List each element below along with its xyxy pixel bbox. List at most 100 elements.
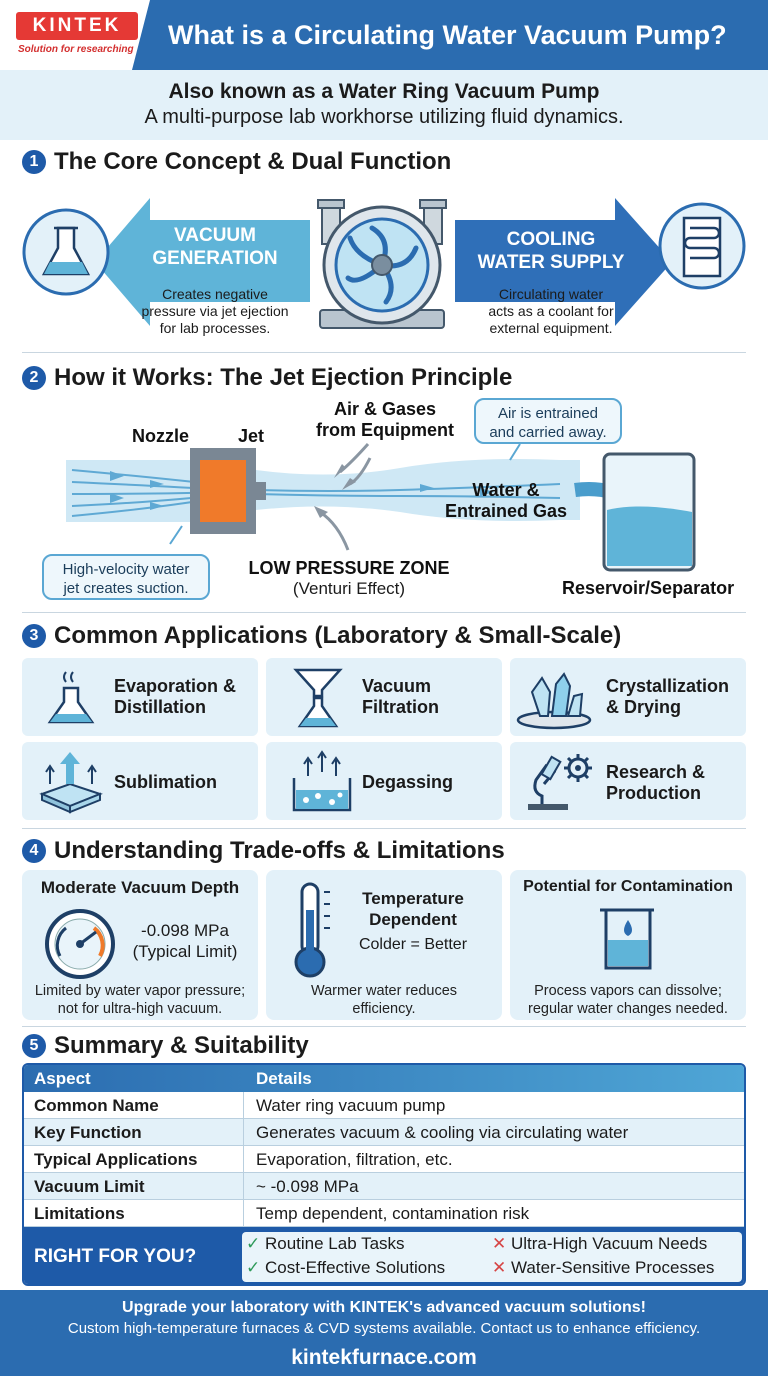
app-label: Vacuum Filtration xyxy=(362,676,439,718)
section-title-text: Understanding Trade-offs & Limitations xyxy=(54,837,505,864)
details-cell: ~ -0.098 MPa xyxy=(256,1177,359,1196)
con-text: Ultra-High Vacuum Needs xyxy=(510,1234,708,1253)
title-line: Temperature xyxy=(362,889,464,908)
section-title-text: How it Works: The Jet Ejection Principle xyxy=(54,364,513,391)
vacuum-description: Creates negative pressure via jet ejecti… xyxy=(140,286,290,337)
con-item: ✕ Ultra-High Vacuum Needs xyxy=(492,1234,707,1254)
section-3-title: 3 Common Applications (Laboratory & Smal… xyxy=(22,622,621,650)
desc-line: pressure via jet ejection xyxy=(141,303,289,319)
desc-line: not for ultra-high vacuum. xyxy=(57,1001,223,1017)
app-label: Crystallization & Drying xyxy=(606,676,729,718)
details-cell: Water ring vacuum pump xyxy=(256,1096,446,1115)
limitation-title: Temperature Dependent xyxy=(338,888,488,930)
label-line: VACUUM xyxy=(174,225,256,246)
summary-table: Aspect Details Common Name Water ring va… xyxy=(22,1063,746,1286)
label-line: from Equipment xyxy=(316,420,454,440)
desc-line: acts as a coolant for xyxy=(488,303,614,319)
reservoir-icon xyxy=(602,452,696,572)
app-card-research: Research & Production xyxy=(510,742,746,820)
check-icon: ✓ xyxy=(246,1234,261,1253)
con-item: ✕ Water-Sensitive Processes xyxy=(492,1258,714,1278)
subtitle-band xyxy=(0,70,768,140)
limitation-card-temperature: Temperature Dependent Colder = Better Wa… xyxy=(266,870,502,1020)
app-label: Sublimation xyxy=(114,772,217,792)
pro-text: Cost-Effective Solutions xyxy=(264,1258,446,1277)
app-label: Evaporation & Distillation xyxy=(114,676,236,718)
section-number: 5 xyxy=(22,1034,46,1058)
vacuum-limit-value: -0.098 MPa (Typical Limit) xyxy=(122,920,248,962)
app-label: Degassing xyxy=(362,772,454,792)
callout-line: jet creates suction. xyxy=(63,580,189,597)
label-line: WATER SUPPLY xyxy=(477,252,625,273)
water-entrained-label: Water & Entrained Gas xyxy=(436,480,576,522)
con-text: Water-Sensitive Processes xyxy=(510,1258,715,1277)
label-line: GENERATION xyxy=(152,248,278,269)
label-line: Evaporation & xyxy=(114,676,237,696)
brand-tagline: Solution for researching xyxy=(18,44,134,55)
section-number: 2 xyxy=(22,366,46,390)
desc-line: external equipment. xyxy=(489,320,613,336)
jet-ejection-diagram xyxy=(66,443,696,572)
header-cell: Aspect xyxy=(34,1069,91,1088)
thermometer-icon xyxy=(294,882,330,978)
cooling-coil-icon xyxy=(658,202,746,290)
callout-line: and carried away. xyxy=(489,424,607,441)
pump-icon xyxy=(317,199,447,329)
brand-logo: KINTEK xyxy=(16,12,138,40)
divider xyxy=(22,828,746,829)
cross-icon: ✕ xyxy=(492,1234,507,1253)
nozzle-icon xyxy=(190,448,266,534)
page-title: What is a Circulating Water Vacuum Pump? xyxy=(168,20,727,50)
label-line: Air & Gases xyxy=(333,399,437,419)
callout-line: Air is entrained xyxy=(497,405,599,422)
suitability-box: ✓ Routine Lab Tasks ✓ Cost-Effective Sol… xyxy=(242,1232,742,1282)
flask-icon xyxy=(22,208,110,296)
evaporation-flask-icon xyxy=(47,671,95,724)
section-4-title: 4 Understanding Trade-offs & Limitations xyxy=(22,837,505,865)
table-row: Vacuum Limit ~ -0.098 MPa xyxy=(24,1173,744,1200)
nozzle-label: Nozzle xyxy=(132,426,190,446)
value-line: -0.098 MPa xyxy=(141,921,229,940)
flow-arrowheads xyxy=(110,471,494,510)
callout-pointer xyxy=(169,525,183,545)
air-gases-label: Air & Gases from Equipment xyxy=(300,399,470,441)
desc-line: Circulating water xyxy=(498,286,604,302)
cross-icon: ✕ xyxy=(492,1258,507,1277)
pressure-pointer xyxy=(319,510,350,551)
limitation-title: Moderate Vacuum Depth xyxy=(40,878,240,897)
aspect-cell: Vacuum Limit xyxy=(24,1173,244,1199)
footer-headline: Upgrade your laboratory with KINTEK's ad… xyxy=(122,1299,646,1316)
limitation-description: Limited by water vapor pressure; not for… xyxy=(22,982,258,1018)
low-pressure-zone-label: LOW PRESSURE ZONE xyxy=(248,558,450,578)
details-cell: Generates vacuum & cooling via circulati… xyxy=(256,1123,629,1142)
app-card-crystallization: Crystallization & Drying xyxy=(510,658,746,736)
label-line: COOLING xyxy=(506,229,596,250)
aspect-cell: Key Function xyxy=(24,1119,244,1145)
pro-text: Routine Lab Tasks xyxy=(264,1234,405,1253)
section-1-title: 1 The Core Concept & Dual Function xyxy=(22,148,451,176)
venturi-effect-label: (Venturi Effect) xyxy=(292,579,406,598)
section-number: 1 xyxy=(22,150,46,174)
aspect-cell: Limitations xyxy=(24,1200,244,1226)
label-line: & Drying xyxy=(606,697,682,717)
cooling-water-label: COOLING WATER SUPPLY xyxy=(466,228,636,274)
title-line: Dependent xyxy=(369,910,457,929)
label-line: Research & xyxy=(606,762,706,782)
table-row: Common Name Water ring vacuum pump xyxy=(24,1092,744,1119)
filtration-funnel-icon xyxy=(293,668,343,728)
aspect-cell: Typical Applications xyxy=(24,1146,244,1172)
divider xyxy=(22,612,746,613)
table-row: Key Function Generates vacuum & cooling … xyxy=(24,1119,744,1146)
section-2-title: 2 How it Works: The Jet Ejection Princip… xyxy=(22,364,512,392)
pro-item: ✓ Cost-Effective Solutions xyxy=(246,1258,445,1278)
gauge-icon xyxy=(45,909,115,979)
footer-link[interactable]: kintekfurnace.com xyxy=(291,1346,477,1369)
table-header: Aspect Details xyxy=(24,1065,744,1092)
beaker-droplet-icon xyxy=(600,908,654,970)
label-line: Crystallization xyxy=(606,676,730,696)
suction-callout: High-velocity water jet creates suction. xyxy=(42,554,210,600)
section-title-text: Summary & Suitability xyxy=(54,1032,309,1059)
desc-line: efficiency. xyxy=(352,1001,416,1017)
header-cell: Details xyxy=(256,1069,312,1088)
limitation-card-contamination: Potential for Contamination Process vapo… xyxy=(510,870,746,1020)
